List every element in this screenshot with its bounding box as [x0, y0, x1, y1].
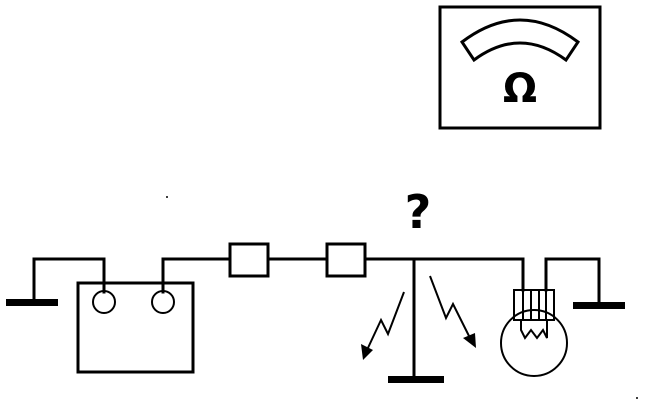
ground-left: [6, 299, 58, 306]
fuse-2: [325, 242, 367, 278]
battery-terminal-negative: [92, 290, 116, 314]
ohmmeter-body: [438, 5, 602, 130]
battery-terminal-positive: [151, 290, 175, 314]
wire-battery-to-fuse1: [161, 257, 232, 294]
spark-arrow-left: [361, 291, 405, 360]
wire-fuse2-to-lamp: [363, 257, 525, 292]
wire-lamp-to-ground: [544, 257, 601, 307]
ground-center: [388, 376, 444, 383]
ohmmeter: Ω: [438, 5, 602, 130]
battery: [76, 281, 195, 374]
lamp-base: [513, 289, 555, 321]
battery-body: [76, 281, 195, 374]
question-mark: ?: [405, 185, 432, 239]
ground-right: [573, 302, 625, 309]
wire-ground-to-battery: [32, 257, 106, 303]
lamp: [500, 289, 568, 377]
lamp-bulb: [500, 309, 568, 377]
speck: [636, 397, 638, 399]
fuse-1: [228, 242, 270, 278]
ohmmeter-scale-arc: [459, 18, 581, 63]
lamp-filament: [520, 320, 548, 340]
ohm-symbol: Ω: [503, 66, 537, 112]
speck: [166, 196, 168, 198]
spark-arrow-right: [429, 275, 476, 348]
